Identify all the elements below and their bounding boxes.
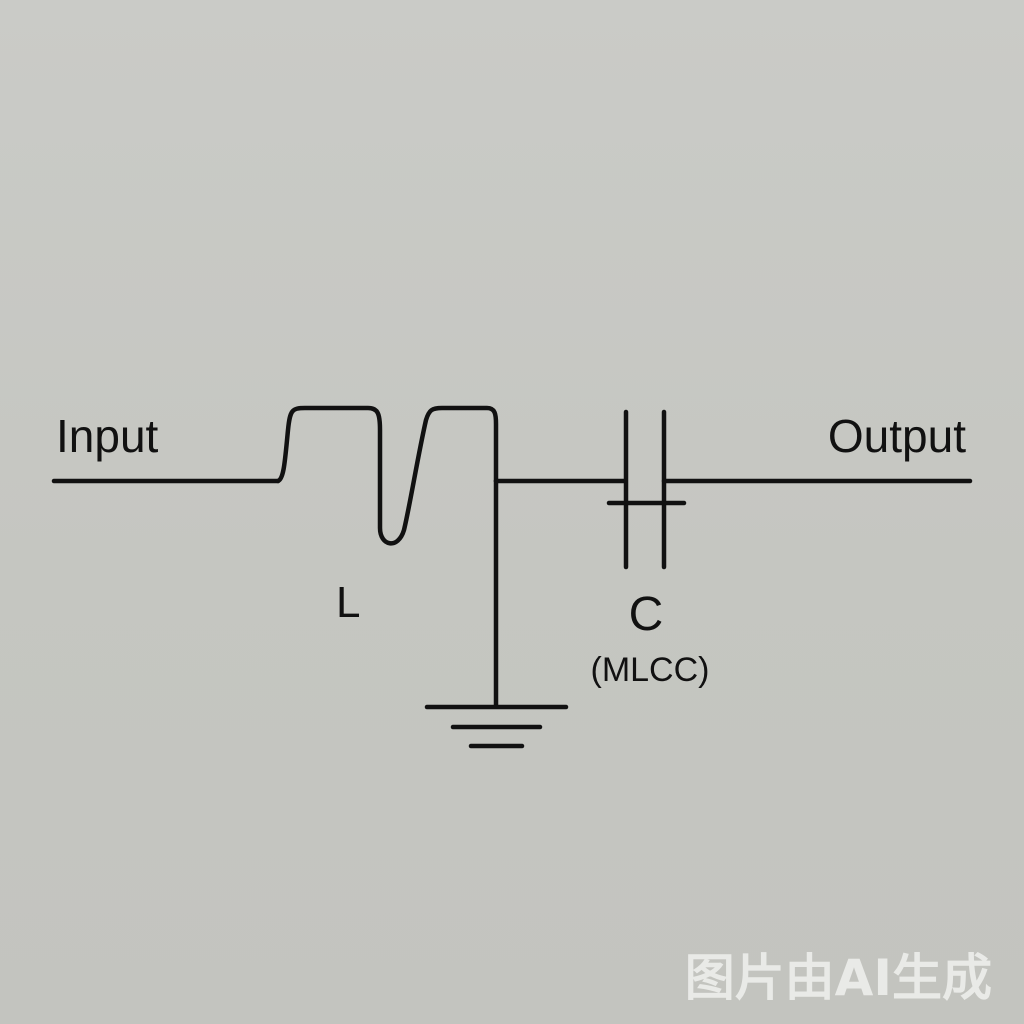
input-label: Input [56,410,159,462]
capacitor-symbol [606,409,687,570]
capacitor-label: C [629,588,664,641]
ground-symbol [424,704,569,749]
inductor-symbol [275,405,499,546]
output-label: Output [828,410,966,462]
ai-generated-watermark: 图片由AI生成 [685,949,992,1007]
inductor-label: L [336,578,360,627]
capacitor-type-label: (MLCC) [591,651,710,689]
